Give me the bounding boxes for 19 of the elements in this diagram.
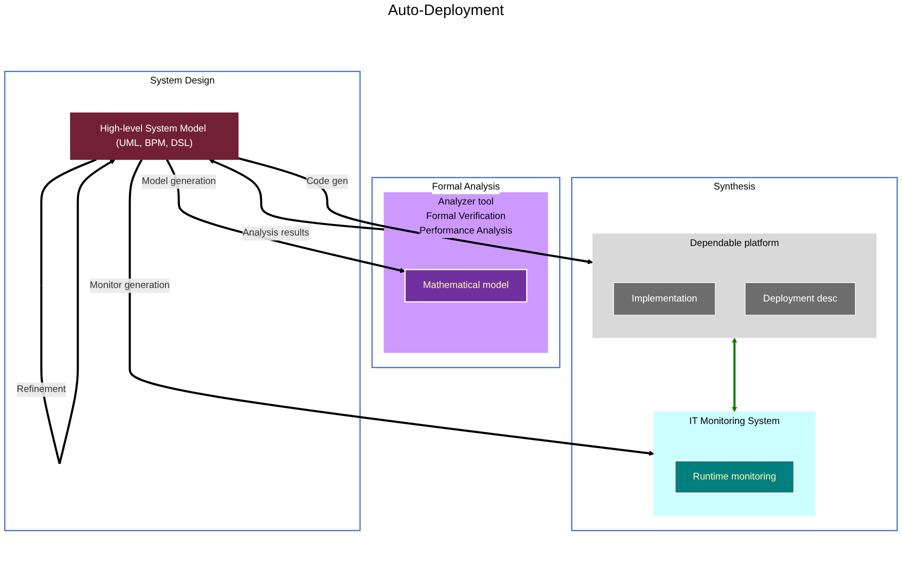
node-label: Performance Analysis <box>420 225 512 236</box>
arrow <box>208 158 384 230</box>
node-box: Runtime monitoring <box>674 460 795 494</box>
node-box: Implementation <box>613 282 716 316</box>
node-box: Deployment desc <box>744 282 856 316</box>
edge-label: Refinement <box>16 384 66 394</box>
note-label: Auto-Deployment <box>388 2 504 19</box>
arrow <box>166 159 406 274</box>
arrow <box>128 159 654 456</box>
node-label: Formal Verification <box>426 211 506 222</box>
edge-label: Code gen <box>306 176 348 187</box>
edge-label: Monitor generation <box>90 280 170 291</box>
edge-label: Analysis results <box>242 228 310 238</box>
arrow <box>238 157 593 264</box>
arrow <box>40 158 116 464</box>
node-box: Mathematical model <box>404 268 528 302</box>
arrow <box>732 338 738 412</box>
edge-label: Model generation <box>142 176 216 187</box>
node-box: High-level System Model (UML, BPM, DSL) <box>70 112 239 160</box>
